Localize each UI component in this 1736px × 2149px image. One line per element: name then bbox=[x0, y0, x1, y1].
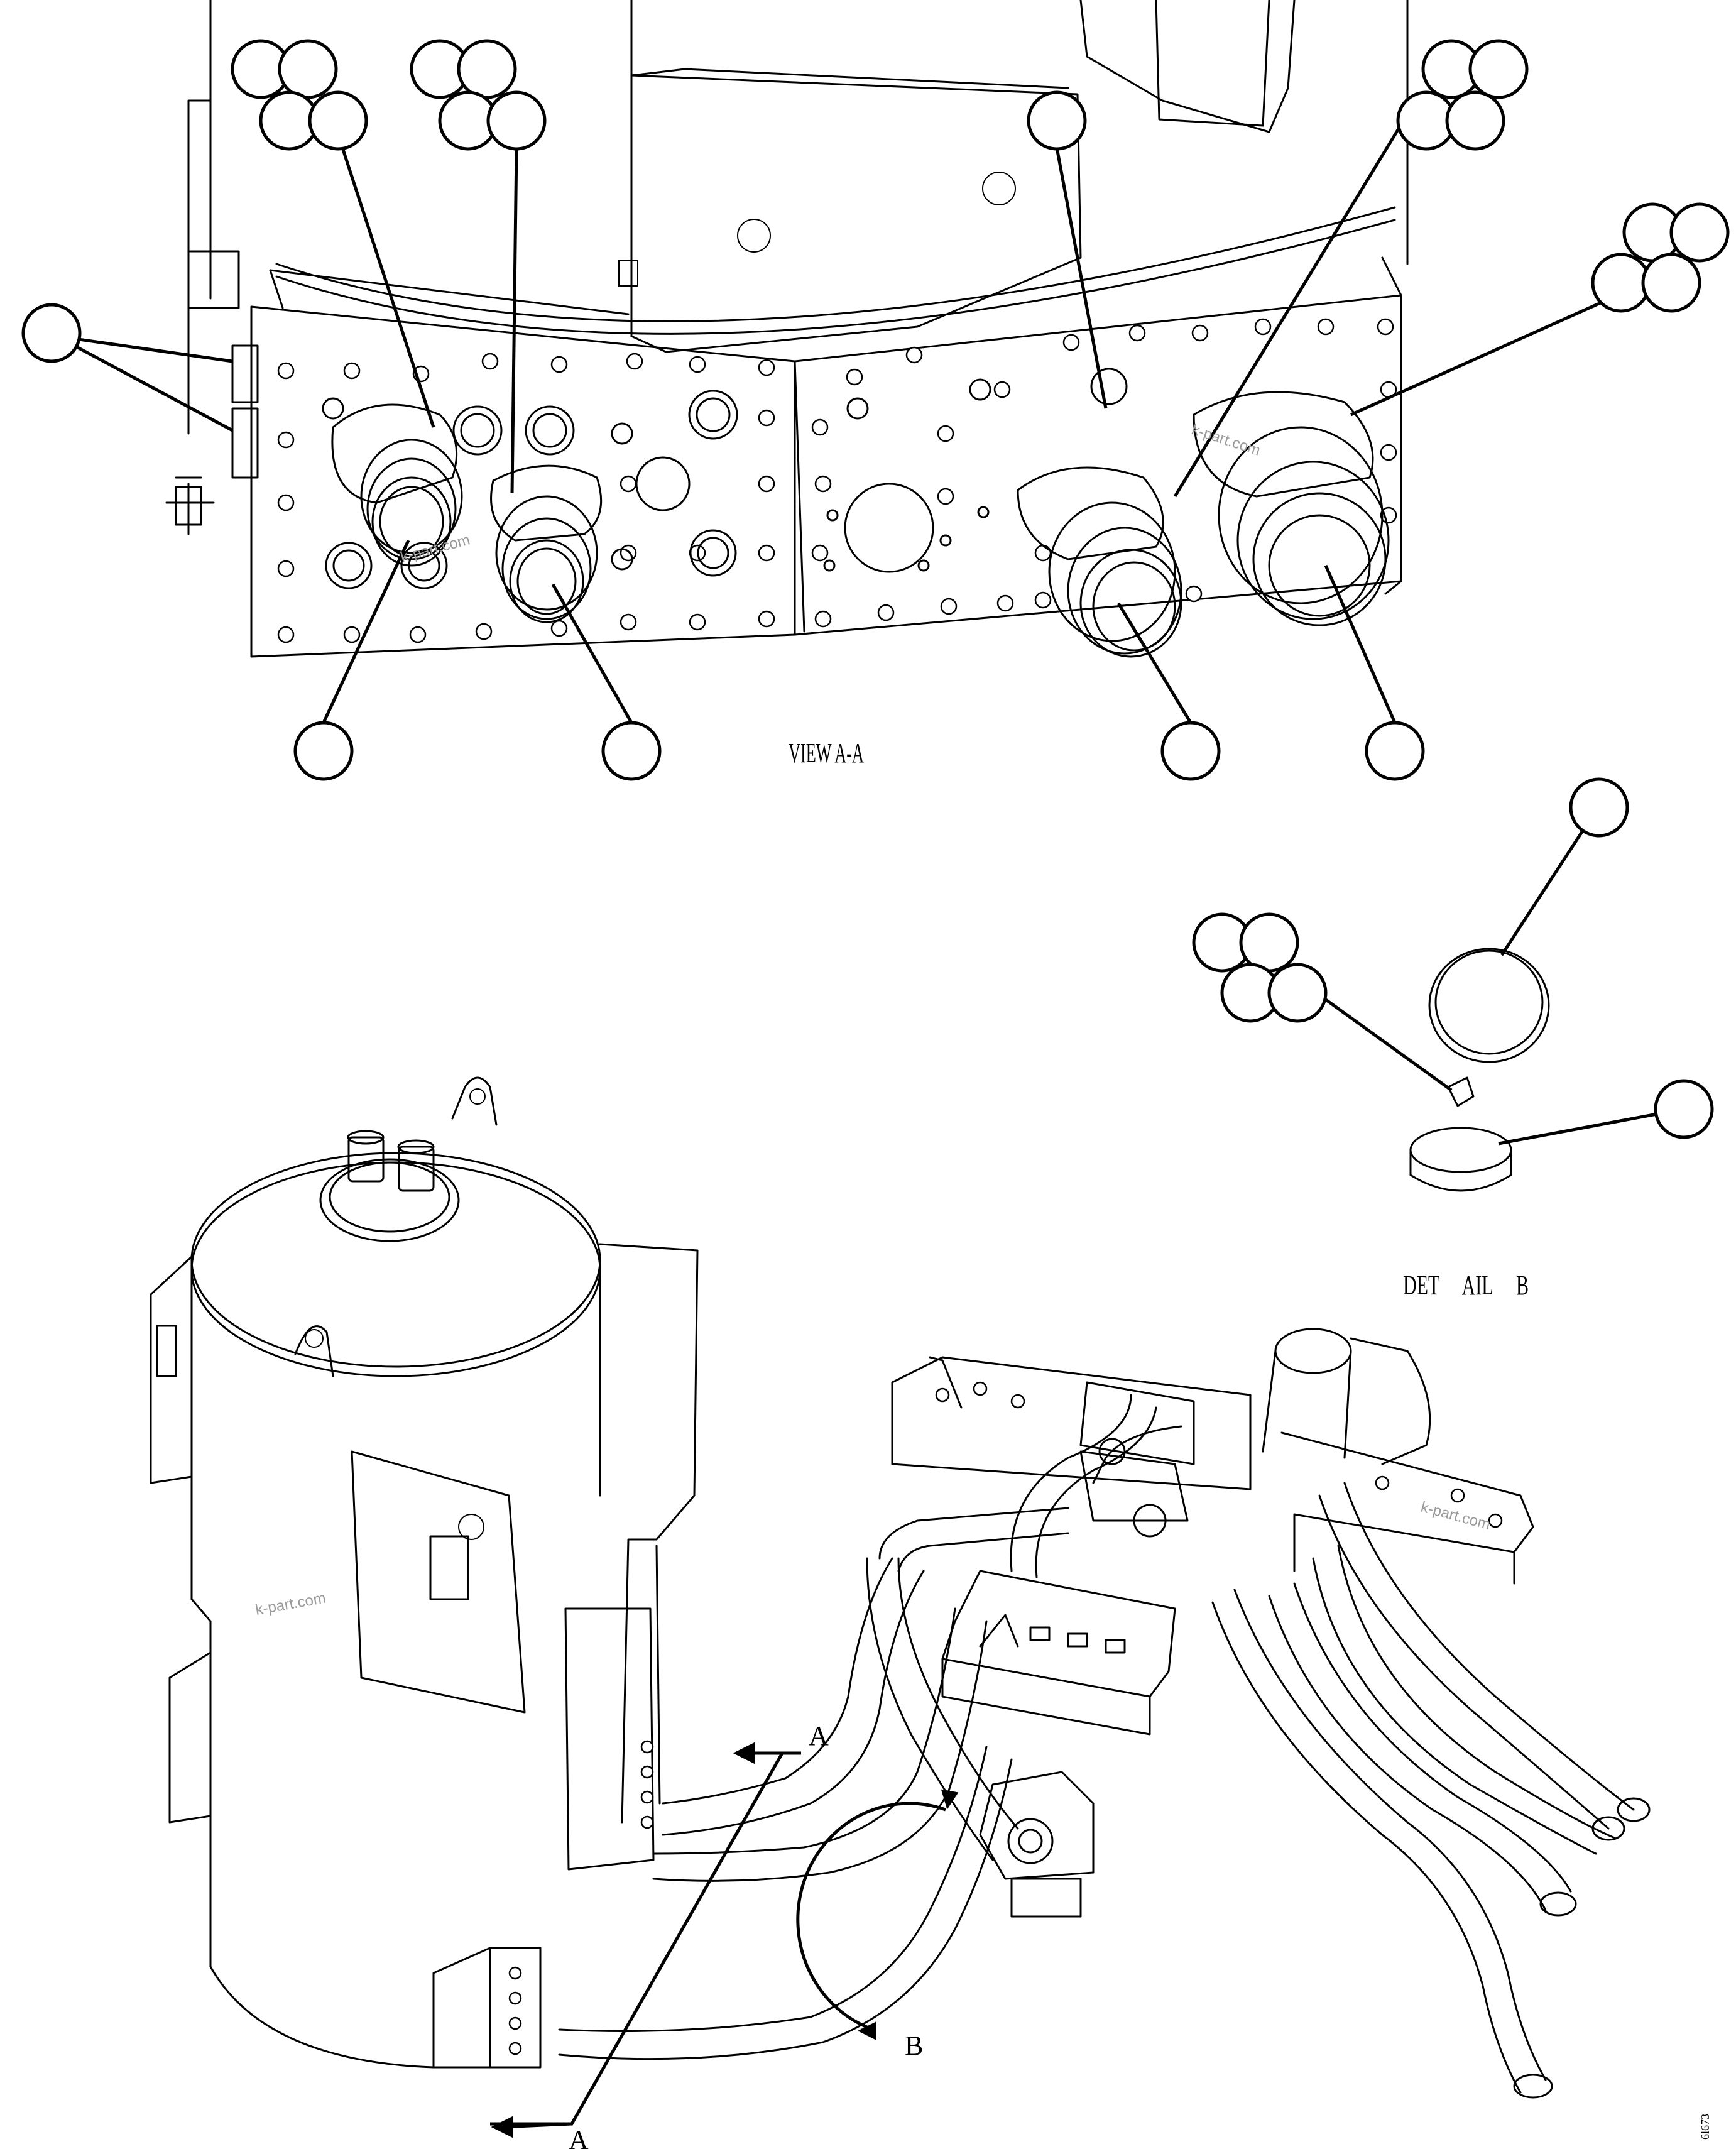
hose-fitting-4 bbox=[1193, 391, 1390, 626]
watermark: k-part.com bbox=[254, 1590, 327, 1619]
view-a-callouts bbox=[21, 39, 1730, 781]
hydraulic-tank bbox=[150, 1076, 699, 2069]
hose-fitting-3 bbox=[1017, 466, 1182, 658]
view-a-label: VIEW A-A bbox=[789, 738, 864, 768]
document-number: 6l673 bbox=[1699, 2114, 1711, 2140]
hose-fitting-2 bbox=[490, 464, 603, 623]
section-label-a-bottom: A bbox=[569, 2124, 589, 2149]
section-line-a bbox=[490, 1742, 801, 2138]
watermark: k-part.com bbox=[399, 531, 472, 566]
view-a-leaders bbox=[55, 118, 1654, 724]
watermark: k-part.com bbox=[1419, 1499, 1492, 1533]
clamp-upper bbox=[1428, 948, 1550, 1063]
view-a-assembly bbox=[165, 0, 1409, 658]
hose-fitting-1 bbox=[331, 403, 463, 567]
bolt-row-right bbox=[811, 318, 1397, 628]
valve-assembly bbox=[941, 1381, 1195, 1918]
detail-b bbox=[1192, 777, 1714, 1192]
detail-b-label: DET AIL B bbox=[1403, 1270, 1529, 1301]
detail-circle-label-b: B bbox=[905, 2030, 923, 2061]
mounting-frame bbox=[891, 1328, 1534, 1585]
detail-circle-b bbox=[796, 1789, 959, 2040]
hose-bundle bbox=[558, 1394, 1651, 2099]
section-label-a-top: A bbox=[809, 1720, 829, 1751]
bolt-row-left bbox=[277, 353, 775, 643]
clamp-lower bbox=[1409, 1127, 1512, 1192]
